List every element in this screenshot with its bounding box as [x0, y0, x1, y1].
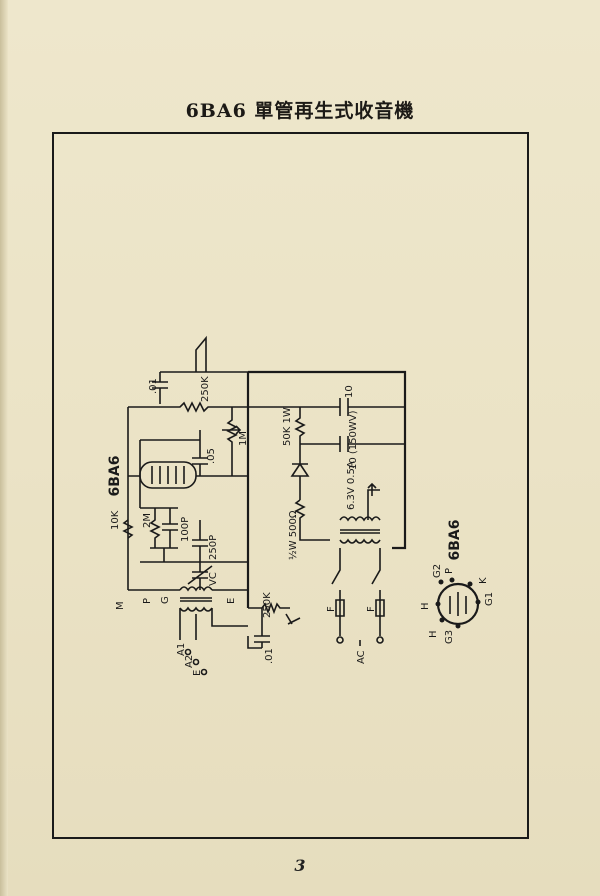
terminal-label-e-ant: E: [192, 670, 203, 676]
pin-label-h-top: H: [420, 602, 431, 610]
label-r2m: 2M: [142, 513, 153, 528]
label-transformer-63v: 6.3V 0.5A: [346, 461, 357, 510]
terminal-label-a2: A2: [184, 655, 195, 668]
label-c10-top: 10: [344, 385, 355, 398]
label-c250p: 250P: [208, 535, 219, 560]
terminal-label-a1: A1: [176, 643, 187, 656]
pin-label-p: P: [444, 568, 455, 574]
pin-dot-g3: [455, 623, 461, 629]
pin-label-g3: G3: [444, 630, 455, 644]
cap-250p-symbol: [192, 520, 208, 562]
r-50k-symbol: [294, 407, 306, 444]
pin-dot-g1: [475, 599, 481, 605]
label-r250k-top: 250K: [200, 376, 211, 402]
cap-01-top-symbol: [152, 372, 168, 404]
label-r50k-1w: 50K 1W: [282, 407, 293, 446]
terminal-label-f-right: F: [366, 606, 377, 612]
ac-line-left: [331, 548, 341, 636]
fuse-left-symbol: [335, 599, 345, 617]
pin-dot-p: [449, 577, 455, 583]
antenna-wire: [179, 608, 248, 640]
terminal-label-f-left: F: [326, 606, 337, 612]
page-title: 6BA6 單管再生式收音機: [185, 100, 415, 122]
label-c01-bottom: .01: [264, 648, 275, 664]
label-r10k: 10K: [110, 510, 121, 530]
page-edge-shadow: [0, 0, 8, 896]
transformer-out-wire: [367, 482, 380, 520]
pin-label-h-bottom: H: [428, 630, 439, 638]
label-c10-150wv: 10 (150WV): [348, 410, 359, 470]
terminal-label-ac: AC: [356, 650, 367, 664]
pin-dot-h-bottom: [439, 617, 445, 623]
pinout-electrodes: [449, 592, 467, 616]
terminal-e[interactable]: [200, 668, 208, 676]
pot-wiper: [222, 425, 242, 435]
terminal-label-p: P: [142, 598, 153, 604]
label-c01-top: .01: [148, 378, 159, 394]
terminal-label-g: G: [160, 596, 171, 604]
coil-core: [180, 597, 212, 602]
grid-wire: [139, 439, 200, 508]
terminal-a1[interactable]: [184, 648, 192, 656]
ac-terminal-left[interactable]: [336, 636, 344, 644]
power-bus-wire: [248, 370, 407, 550]
cap-05-symbol: [192, 430, 208, 476]
label-pot-1m: 1M: [238, 431, 249, 446]
tube-electrodes: [151, 466, 185, 484]
pot-1m-symbol: [226, 407, 238, 476]
pin-dot-g2: [438, 579, 444, 585]
pin-label-g1: G1: [484, 592, 495, 606]
label-tube-main: 6BA6: [107, 456, 123, 497]
transformer-primary: [339, 516, 381, 522]
coil-primary: [179, 586, 213, 592]
pin-dot-k: [467, 581, 473, 587]
coil-secondary: [179, 606, 213, 612]
ac-terminal-right[interactable]: [376, 636, 384, 644]
grid-leak-bus: [140, 507, 178, 562]
pin-dot-h-top: [435, 601, 441, 607]
fuse-right-symbol: [375, 599, 385, 617]
terminal-label-m: M: [115, 601, 126, 610]
r-10k-symbol: [122, 519, 134, 539]
label-r500: ½W 500Ω: [287, 510, 299, 560]
r-2m-symbol: [149, 508, 161, 548]
terminal-label-e: E: [226, 598, 237, 604]
diagram-frame: [52, 132, 529, 839]
terminal-a2[interactable]: [192, 658, 200, 666]
label-tube-pinout: 6BA6: [447, 520, 463, 561]
cap-100p-symbol: [162, 508, 178, 548]
headphone-symbol: [195, 335, 207, 372]
transformer-core: [340, 529, 380, 534]
cap-01-bottom-symbol: [247, 608, 270, 649]
pot-250k-bottom-symbol: [248, 601, 301, 625]
r-250k-top-symbol: [128, 401, 248, 413]
r-500-symbol: [294, 499, 330, 541]
pin-label-g2: G2: [432, 564, 443, 578]
label-c05: .05: [206, 448, 217, 464]
page-number: 3: [294, 856, 306, 875]
label-vc: VC: [208, 572, 219, 586]
cap-10-top-symbol: [339, 398, 349, 416]
label-r250k-bottom: 250K: [262, 592, 273, 618]
diode-symbol: [290, 444, 310, 500]
label-c100p: 100P: [180, 517, 191, 542]
cap-10-150wv-symbol: [300, 436, 405, 452]
ac-line-right: [371, 548, 381, 636]
transformer-secondary: [339, 538, 381, 544]
pin-label-k: K: [478, 577, 489, 584]
